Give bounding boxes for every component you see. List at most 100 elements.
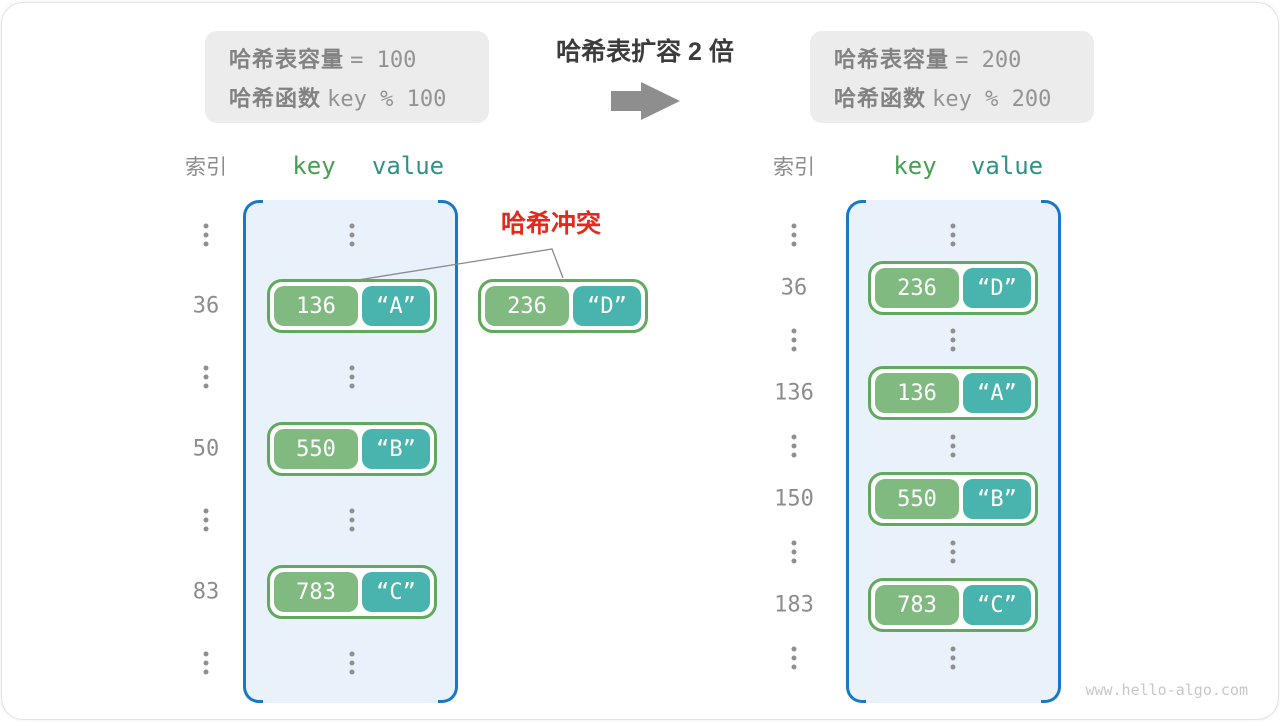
ellipsis-dots bbox=[203, 223, 209, 247]
key-cell: 550 bbox=[875, 479, 959, 519]
dot bbox=[791, 328, 797, 334]
ellipsis-dots bbox=[950, 434, 956, 458]
dot bbox=[349, 223, 355, 229]
collision-label: 哈希冲突 bbox=[500, 210, 602, 238]
ellipsis-dots bbox=[950, 540, 956, 564]
dot bbox=[791, 664, 797, 670]
capacity-line: 哈希表容量 = 200 bbox=[834, 42, 1094, 74]
function-line: 哈希函数 key % 200 bbox=[834, 81, 1094, 113]
ellipsis-dots bbox=[950, 646, 956, 670]
dot bbox=[791, 452, 797, 458]
dot bbox=[203, 232, 209, 238]
ellipsis-dots bbox=[791, 434, 797, 458]
dot bbox=[791, 540, 797, 546]
dot bbox=[950, 558, 956, 564]
dot bbox=[791, 655, 797, 661]
header-key-after: key bbox=[893, 152, 937, 180]
header-index-after: 索引 bbox=[773, 156, 815, 179]
capacity-value: = 200 bbox=[955, 47, 1022, 73]
ellipsis-dots bbox=[791, 223, 797, 247]
dot bbox=[950, 452, 956, 458]
index-label: 36 bbox=[780, 275, 808, 301]
right-arrow-icon bbox=[611, 82, 680, 120]
pair-box: 236“D” bbox=[868, 261, 1038, 315]
info-box-before: 哈希表容量 = 100 哈希函数 key % 100 bbox=[205, 31, 489, 123]
dot bbox=[203, 669, 209, 675]
value-cell: “A” bbox=[963, 373, 1031, 413]
key-cell: 783 bbox=[875, 585, 959, 625]
collision-pair-box: 236 “D” bbox=[478, 279, 648, 333]
expansion-title: 哈希表扩容 2 倍 bbox=[556, 38, 734, 66]
dot bbox=[203, 365, 209, 371]
dot bbox=[349, 241, 355, 247]
dot bbox=[950, 646, 956, 652]
dot bbox=[203, 651, 209, 657]
dot bbox=[791, 434, 797, 440]
key-cell: 136 bbox=[875, 373, 959, 413]
dot bbox=[950, 337, 956, 343]
dot bbox=[950, 241, 956, 247]
dot bbox=[349, 651, 355, 657]
ellipsis-dots bbox=[791, 328, 797, 352]
dot bbox=[950, 549, 956, 555]
pair-box: 136“A” bbox=[868, 366, 1038, 420]
dot bbox=[203, 374, 209, 380]
watermark: www.hello-algo.com bbox=[1085, 681, 1248, 699]
dot bbox=[950, 655, 956, 661]
dot bbox=[791, 646, 797, 652]
dot bbox=[203, 508, 209, 514]
index-label: 36 bbox=[192, 293, 220, 319]
index-label: 50 bbox=[192, 436, 220, 462]
dot bbox=[349, 660, 355, 666]
value-cell: “A” bbox=[362, 286, 430, 326]
pair-box: 550“B” bbox=[267, 422, 437, 476]
ellipsis-dots bbox=[349, 651, 355, 675]
ellipsis-dots bbox=[950, 328, 956, 352]
dot bbox=[349, 669, 355, 675]
key-cell: 236 bbox=[485, 286, 569, 326]
dot bbox=[950, 346, 956, 352]
index-label: 183 bbox=[774, 592, 814, 618]
ellipsis-dots bbox=[203, 365, 209, 389]
dot bbox=[950, 540, 956, 546]
dot bbox=[950, 434, 956, 440]
ellipsis-dots bbox=[349, 223, 355, 247]
function-value: key % 200 bbox=[932, 86, 1052, 112]
function-label: 哈希函数 bbox=[834, 85, 927, 111]
value-cell: “C” bbox=[362, 572, 430, 612]
header-value-before: value bbox=[371, 152, 445, 180]
dot bbox=[203, 526, 209, 532]
dot bbox=[791, 232, 797, 238]
dot bbox=[349, 365, 355, 371]
dot bbox=[349, 508, 355, 514]
ellipsis-dots bbox=[950, 223, 956, 247]
dot bbox=[950, 443, 956, 449]
function-line: 哈希函数 key % 100 bbox=[229, 81, 489, 113]
dot bbox=[203, 223, 209, 229]
key-cell: 550 bbox=[274, 429, 358, 469]
capacity-label: 哈希表容量 bbox=[834, 46, 950, 72]
key-cell: 136 bbox=[274, 286, 358, 326]
dot bbox=[950, 232, 956, 238]
value-cell: “D” bbox=[573, 286, 641, 326]
ellipsis-dots bbox=[203, 651, 209, 675]
dot bbox=[203, 241, 209, 247]
ellipsis-dots bbox=[791, 646, 797, 670]
index-label: 150 bbox=[774, 486, 814, 512]
dot bbox=[791, 549, 797, 555]
info-box-after: 哈希表容量 = 200 哈希函数 key % 200 bbox=[810, 31, 1094, 123]
capacity-line: 哈希表容量 = 100 bbox=[229, 42, 489, 74]
dot bbox=[349, 232, 355, 238]
header-value-after: value bbox=[970, 152, 1044, 180]
ellipsis-dots bbox=[791, 540, 797, 564]
value-cell: “B” bbox=[362, 429, 430, 469]
dot bbox=[950, 328, 956, 334]
dot bbox=[203, 517, 209, 523]
ellipsis-dots bbox=[349, 365, 355, 389]
right-arrow-shape bbox=[611, 82, 680, 120]
function-value: key % 100 bbox=[327, 86, 447, 112]
dot bbox=[203, 660, 209, 666]
dot bbox=[349, 374, 355, 380]
value-cell: “B” bbox=[963, 479, 1031, 519]
